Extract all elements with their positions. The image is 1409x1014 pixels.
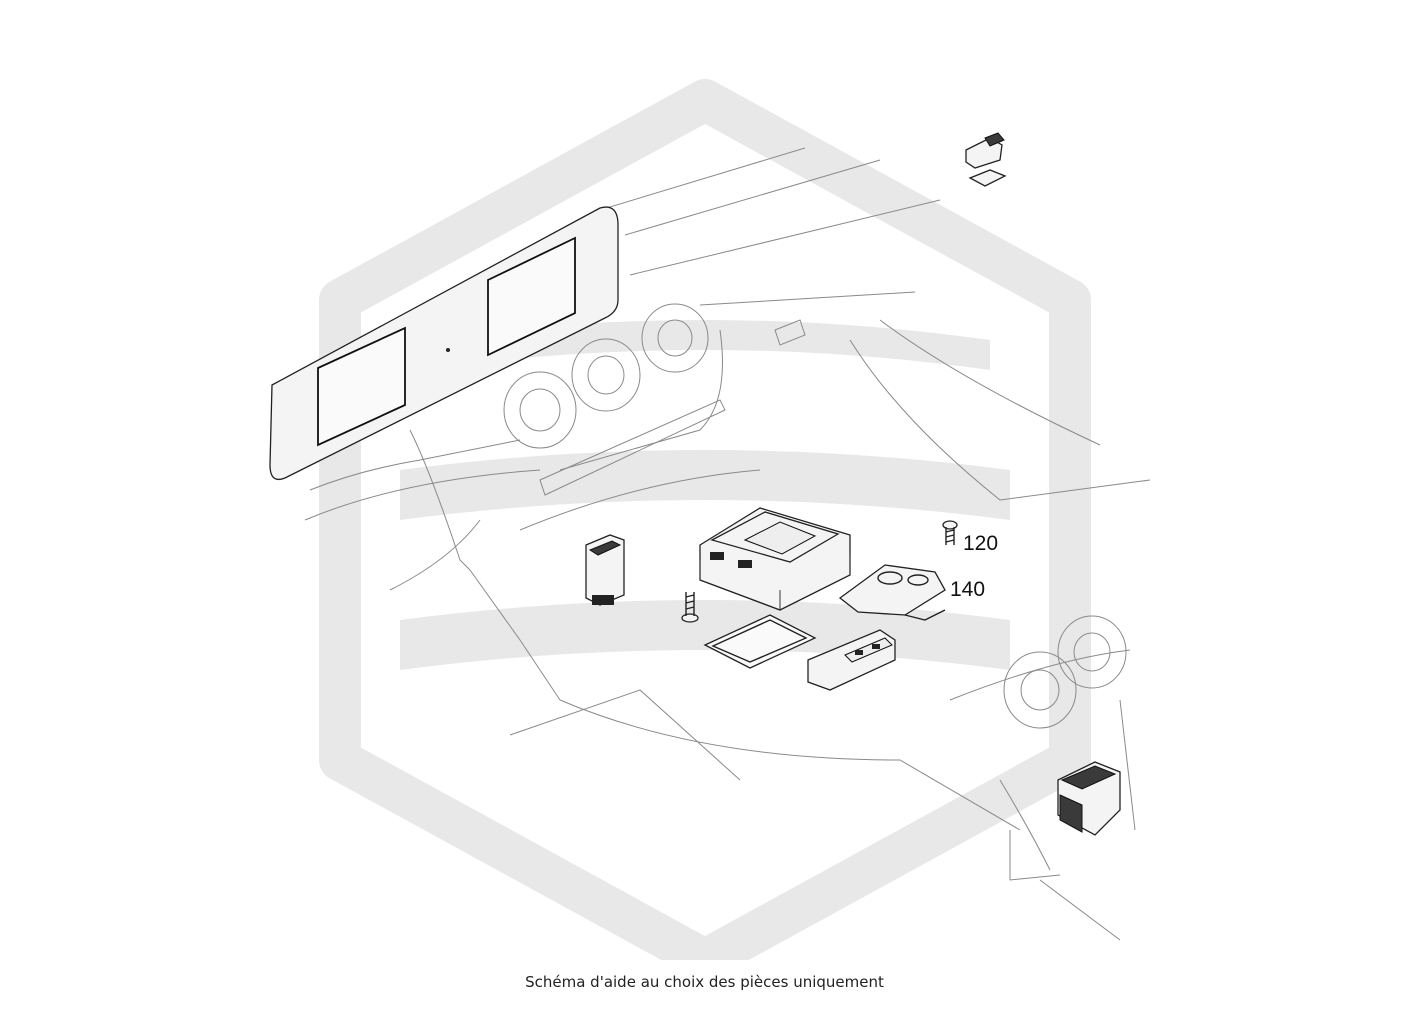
clip-part — [965, 132, 1007, 187]
air-vents — [503, 303, 1127, 729]
exploded-parts-diagram: 120 140 — [269, 79, 1151, 960]
diagram-caption: Schéma d'aide au choix des pièces unique… — [525, 973, 884, 991]
tray-cover — [703, 614, 817, 669]
bracket-part-140 — [838, 564, 946, 621]
central-control-unit — [699, 507, 851, 611]
screw-part — [681, 592, 699, 623]
instrument-display — [269, 206, 619, 481]
dashboard-outline — [304, 147, 1151, 941]
callout-120: 120 — [963, 532, 998, 555]
switch-module-left — [585, 534, 625, 606]
usb-module-right — [1057, 761, 1121, 836]
usb-socket-module — [807, 629, 896, 691]
screw-part-120 — [942, 520, 958, 545]
callout-140: 140 — [950, 578, 985, 601]
